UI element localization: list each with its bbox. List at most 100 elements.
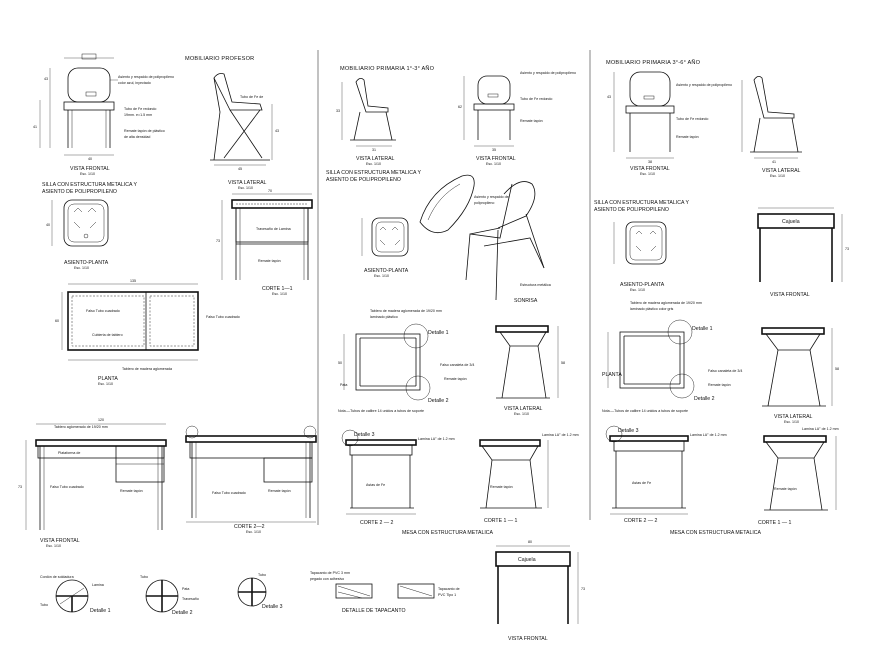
- svg-text:Remate tapón: Remate tapón: [268, 489, 291, 493]
- primaria-1-chair-side: 33 31 VISTA LATERAL Esc. 1/10: [336, 78, 396, 166]
- bottom-detalle-3: Tubo Detalle 3: [237, 573, 283, 610]
- silla-caption-1: SILLA CON ESTRUCTURA METALICA Y: [42, 182, 137, 188]
- primaria-1-table-lateral: 58 Falso canaleta de 3/4 Remate tapón VI…: [440, 325, 565, 416]
- primaria-2-cajuela-label: Cajuela: [782, 219, 800, 225]
- svg-text:Esc. 1/10: Esc. 1/10: [246, 530, 261, 534]
- silla-caption-2: ASIENTO DE POLIPROPILENO: [42, 189, 117, 195]
- svg-text:Esc. 1/10: Esc. 1/10: [770, 174, 785, 178]
- svg-text:Esc. 1/10: Esc. 1/10: [238, 186, 253, 190]
- svg-text:Falso Tubo cuadrado: Falso Tubo cuadrado: [86, 309, 120, 313]
- svg-text:70: 70: [268, 189, 272, 193]
- primaria-2-corte-1-1-label: CORTE 1 — 1: [758, 520, 791, 526]
- svg-text:Remate tapón: Remate tapón: [520, 119, 543, 123]
- svg-text:19mm. e=1.5 mm: 19mm. e=1.5 mm: [124, 113, 152, 117]
- svg-text:Asiento y respaldo de poliprop: Asiento y respaldo de polipropileno: [520, 71, 576, 75]
- corte-1-1-label: CORTE 1—1: [262, 286, 293, 292]
- svg-text:Asiento y respaldo de poliprop: Asiento y respaldo de polipropileno: [118, 75, 174, 79]
- primaria-2-asiento-planta: ASIENTO-PLANTA Esc. 1/10: [613, 221, 667, 292]
- mesa-metalica-2-label: MESA CON ESTRUCTURA METALICA: [670, 530, 762, 536]
- dim-45: 45: [238, 167, 242, 171]
- primaria-2-silla-caption-1: SILLA CON ESTRUCTURA METALICA Y: [594, 200, 689, 206]
- primaria-2-table-lateral: 58 Falso canaleta de 3/4 Remate tapón VI…: [708, 327, 839, 424]
- primaria-1-corte-2-2-label: CORTE 2 — 2: [360, 520, 393, 526]
- svg-text:color azul, inyectado: color azul, inyectado: [118, 81, 151, 85]
- svg-text:33: 33: [336, 109, 340, 113]
- primaria-1-asiento-planta-label: ASIENTO-PLANTA: [364, 268, 409, 274]
- primaria-2-planta-label: PLANTA: [602, 372, 622, 378]
- primaria-1-vista-frontal-label: VISTA FRONTAL: [476, 156, 516, 162]
- svg-text:60: 60: [55, 319, 59, 323]
- primaria-1-corte-1-1-label: CORTE 1 — 1: [484, 518, 517, 524]
- svg-text:41: 41: [772, 160, 776, 164]
- svg-text:Estructura metálica: Estructura metálica: [520, 283, 551, 287]
- primaria-2-detalle-1: Detalle 1: [692, 326, 713, 332]
- primaria-2-asiento-planta-label: ASIENTO-PLANTA: [620, 282, 665, 288]
- svg-text:Astas de Fe: Astas de Fe: [632, 481, 651, 485]
- primaria-2-corte-2-2: Detalle 3 Lamina LA° de 1.2 mm Astas de …: [605, 425, 727, 524]
- svg-text:Tapacanto de: Tapacanto de: [438, 587, 460, 591]
- primaria-2-vista-frontal-label: VISTA FRONTAL: [630, 166, 670, 172]
- svg-text:73: 73: [216, 239, 220, 243]
- svg-text:Tubo de Fe redondo: Tubo de Fe redondo: [676, 117, 708, 121]
- svg-text:Cordón de soldadura: Cordón de soldadura: [40, 575, 74, 579]
- primaria-1-silla-caption-2: ASIENTO DE POLIPROPILENO: [326, 177, 401, 183]
- svg-text:Tablero de madera aglomerada d: Tablero de madera aglomerada de 19/20 mm: [370, 309, 442, 313]
- svg-text:Lamina LA° de 1.2 mm: Lamina LA° de 1.2 mm: [542, 433, 579, 437]
- primaria-1-asiento-planta: ASIENTO-PLANTA Esc. 1/10: [361, 217, 409, 278]
- svg-text:Travesaño: Travesaño: [182, 597, 199, 601]
- bottom-details: Cordón de soldadura Tubo Lamina Detalle …: [40, 540, 585, 642]
- svg-text:Travesaño de Lamina: Travesaño de Lamina: [256, 227, 291, 231]
- mesa-metalica-label: MESA CON ESTRUCTURA METALICA: [402, 530, 494, 536]
- svg-text:Pata: Pata: [182, 587, 189, 591]
- svg-text:Lamina LA° de 1.2 mm: Lamina LA° de 1.2 mm: [690, 433, 727, 437]
- svg-text:Tablero de madera aglomerada: Tablero de madera aglomerada: [122, 367, 172, 371]
- bottom-detalle-1: Cordón de soldadura Tubo Lamina Detalle …: [40, 575, 111, 614]
- profesor-vista-frontal-label: VISTA FRONTAL: [70, 166, 110, 172]
- svg-text:58: 58: [835, 367, 839, 371]
- svg-text:laminado plástico color gris: laminado plástico color gris: [630, 307, 674, 311]
- svg-text:50: 50: [338, 361, 342, 365]
- svg-text:80: 80: [528, 540, 532, 544]
- svg-text:40: 40: [46, 223, 50, 227]
- svg-text:Remate tapón: Remate tapón: [490, 485, 513, 489]
- svg-text:Remate tapón: Remate tapón: [258, 259, 281, 263]
- profesor-corte-2-2: Falso Tubo cuadrado Remate tapón CORTE 2…: [185, 425, 317, 534]
- svg-text:Esc. 1/10: Esc. 1/10: [366, 162, 381, 166]
- svg-text:73: 73: [581, 587, 585, 591]
- primaria-2-chair-front: 43 38 Asiento y respaldo de polipropilen…: [607, 71, 732, 176]
- svg-text:Tablero aglomerado de 19/20 mm: Tablero aglomerado de 19/20 mm: [54, 425, 108, 429]
- svg-text:120: 120: [98, 418, 104, 422]
- svg-text:Esc. 1/10: Esc. 1/10: [784, 420, 799, 424]
- svg-text:Esc. 1/10: Esc. 1/10: [486, 162, 501, 166]
- primaria-2-silla-caption-2: ASIENTO DE POLIPROPILENO: [594, 207, 669, 213]
- primaria-1-corte-2-2: Detalle 3 Lamina LA° de 1.2 mm Astas de …: [341, 429, 455, 526]
- svg-text:Lamina: Lamina: [92, 583, 104, 587]
- svg-text:Remate tapón: Remate tapón: [444, 377, 467, 381]
- svg-text:Remate tapón: Remate tapón: [120, 489, 143, 493]
- primaria-1-isometric-chair: Asiento y respaldo de polipropileno Estr…: [419, 174, 551, 304]
- svg-text:62: 62: [458, 105, 462, 109]
- primaria-1-vista-lateral-label: VISTA LATERAL: [356, 156, 395, 162]
- svg-text:43: 43: [607, 95, 611, 99]
- svg-text:Tubo: Tubo: [140, 575, 148, 579]
- primaria-1-detalle-2: Detalle 2: [428, 398, 449, 404]
- svg-text:31: 31: [372, 148, 376, 152]
- dim-40: 40: [88, 157, 92, 161]
- bottom-cajuela-label: Cajuela: [518, 557, 536, 563]
- profesor-planta-label: PLANTA: [98, 376, 118, 382]
- svg-text:Falso Tubo cuadrado: Falso Tubo cuadrado: [206, 315, 240, 319]
- primaria-2-cajuela-vista-label: VISTA FRONTAL: [770, 292, 810, 298]
- primaria-2-detalle-3: Detalle 3: [618, 428, 639, 434]
- svg-text:Lamina LA° de 1.2 mm: Lamina LA° de 1.2 mm: [802, 427, 839, 431]
- svg-text:de alta densidad: de alta densidad: [124, 135, 150, 139]
- bottom-detalle-3-label: Detalle 3: [262, 604, 283, 610]
- svg-text:58: 58: [561, 361, 565, 365]
- svg-text:Esc. 1/10: Esc. 1/10: [374, 274, 389, 278]
- profesor-corte-1-1: 70 73 Travesaño de Lamina Remate tapón C…: [216, 189, 313, 296]
- svg-text:Falso canaleta de 3/4: Falso canaleta de 3/4: [440, 363, 474, 367]
- svg-text:73: 73: [18, 485, 22, 489]
- primaria-2-nota: Nota.—Tubos de calibre 14 unidos a tubos…: [602, 409, 688, 413]
- primaria-1-table-detail: 50 Pata Tablero de madera aglomerada de …: [338, 309, 449, 413]
